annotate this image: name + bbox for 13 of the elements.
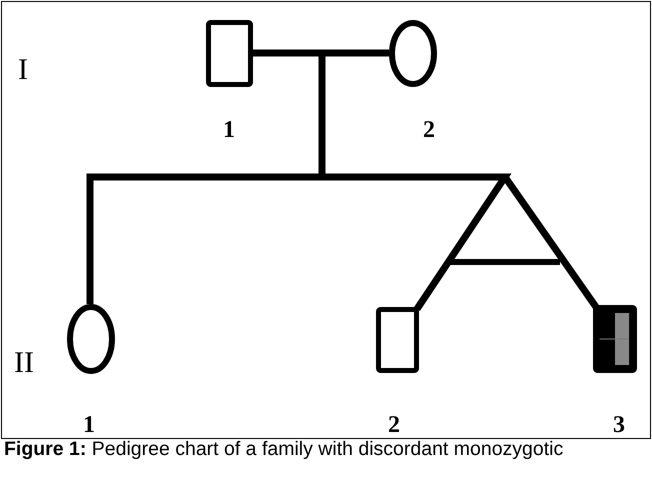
individual-number: 3 [613,413,625,437]
individual-number: 2 [388,413,400,437]
male-symbol [376,307,419,373]
affected-male-symbol [593,305,637,373]
female-symbol [389,20,437,87]
female-symbol [67,304,115,374]
generation-label: I [18,55,28,85]
individual-number: 1 [83,413,95,437]
male-symbol [206,20,253,87]
individual-number: 2 [423,118,435,142]
generation-label: II [14,348,34,378]
figure-caption: Figure 1: Pedigree chart of a family with discordant monozygotic [4,438,564,461]
individual-number: 1 [223,118,235,142]
